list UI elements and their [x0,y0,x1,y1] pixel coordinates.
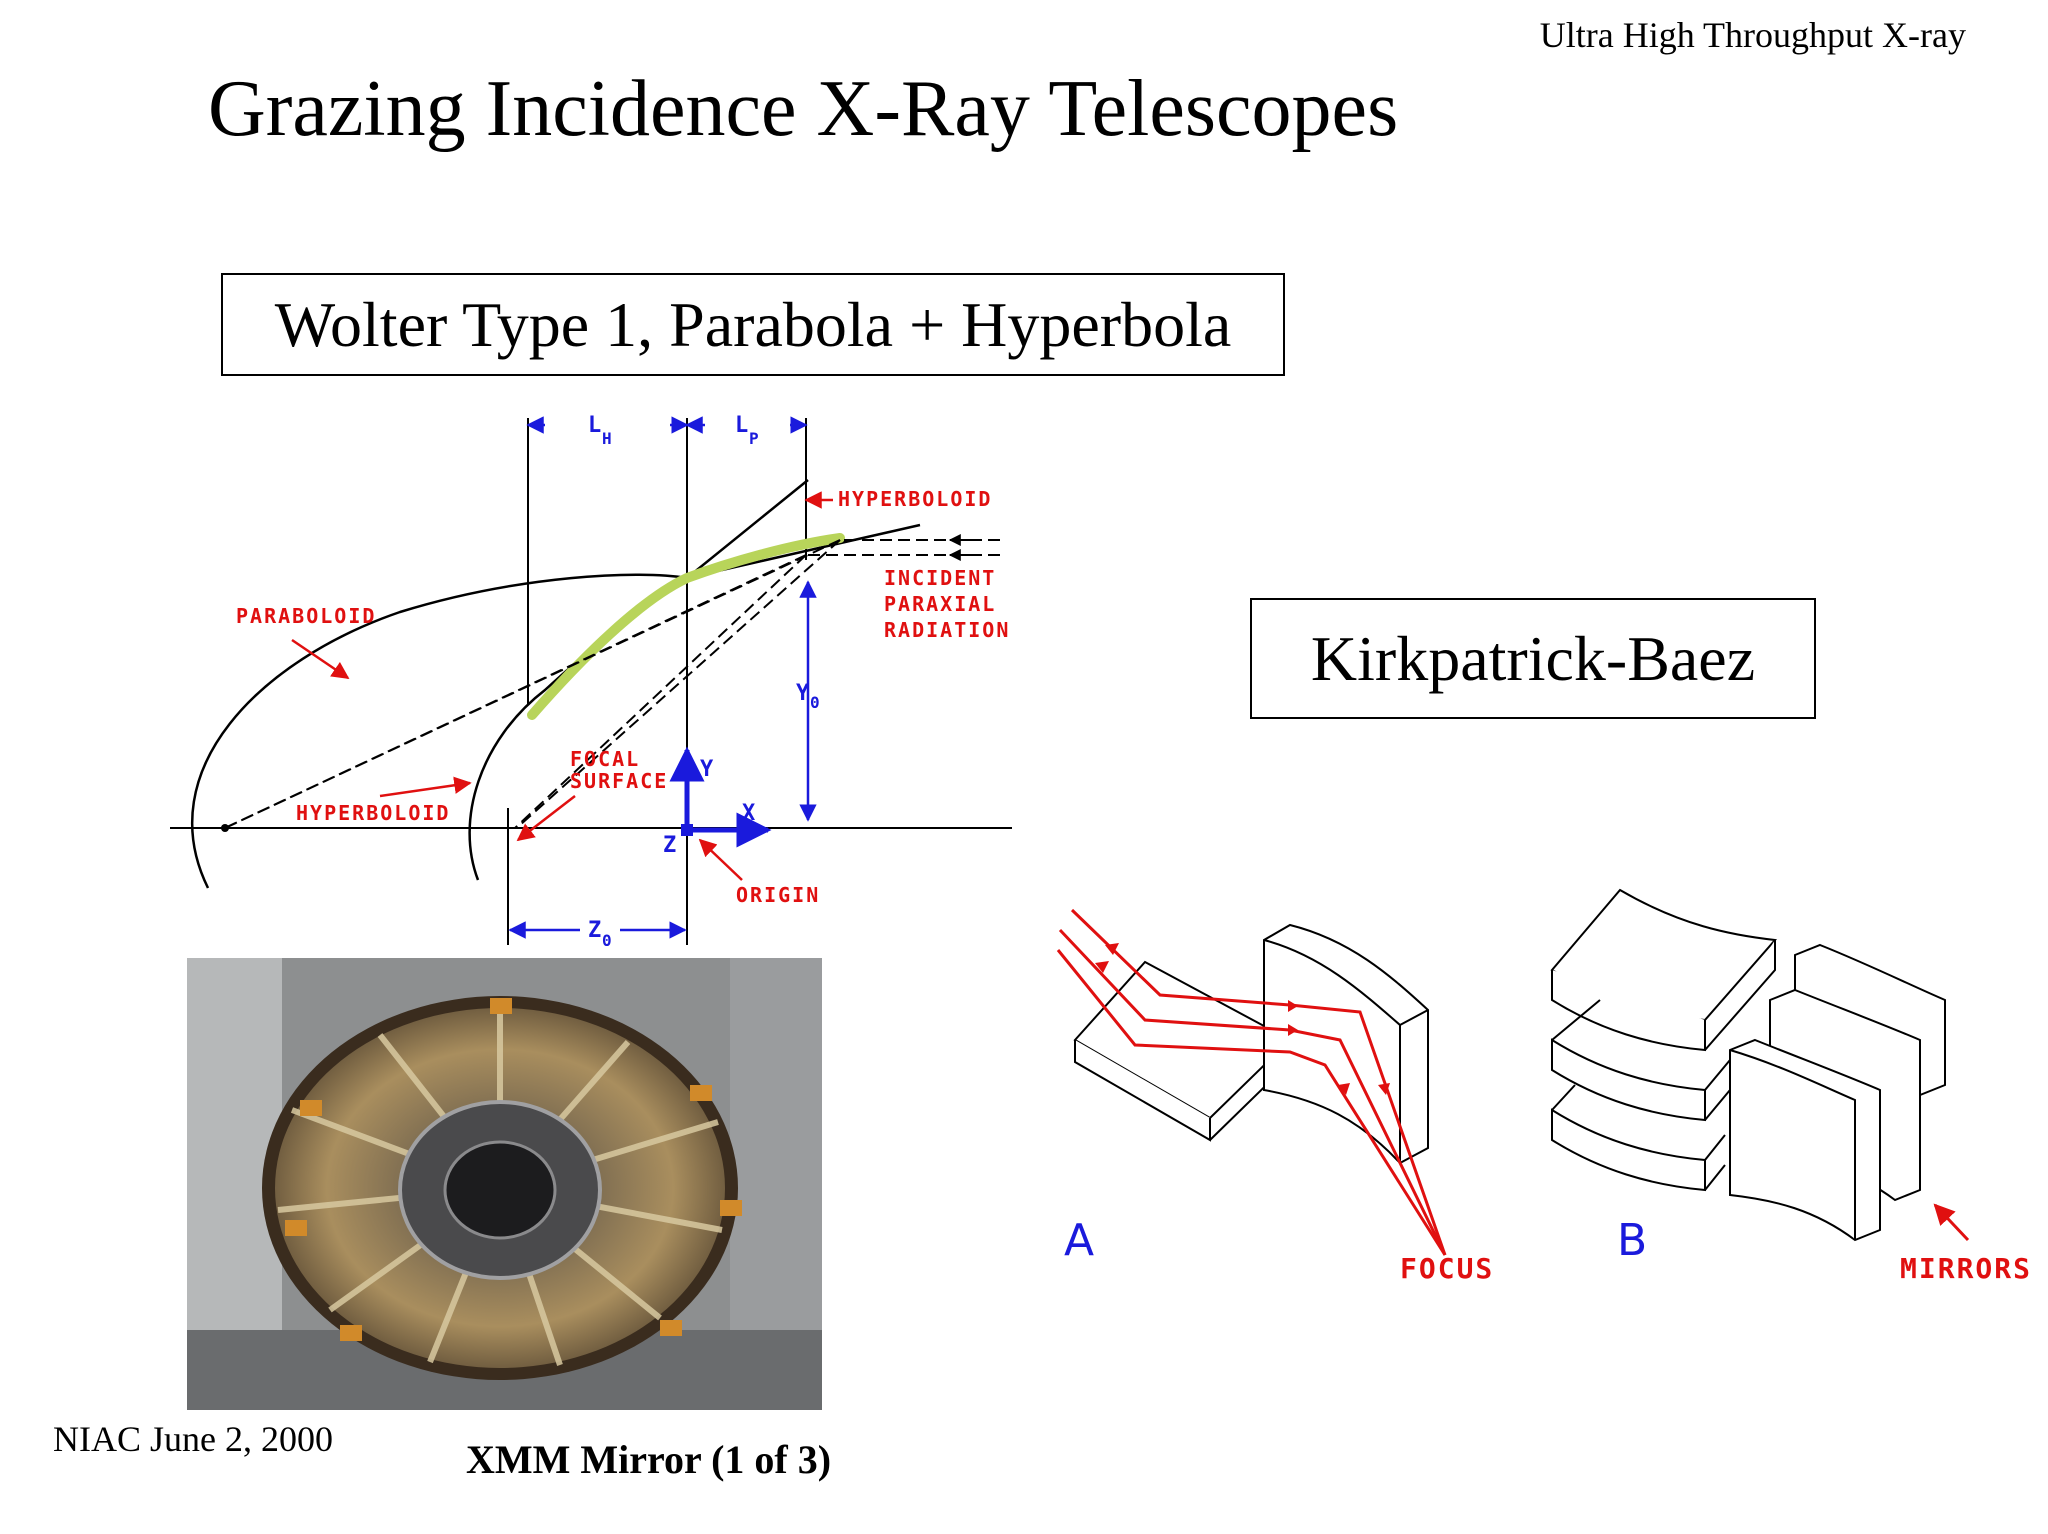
wolter-label-box: Wolter Type 1, Parabola + Hyperbola [221,273,1285,376]
mirror-surface-highlight [527,533,845,720]
label-origin: ORIGIN [736,883,820,907]
label-focal-2: SURFACE [570,769,668,793]
label-y0-sub: 0 [810,693,820,712]
label-z-axis: Z [663,833,676,858]
hyperboloid-curve [468,479,809,881]
label-y0: Y [796,681,810,706]
label-lh: L [588,413,601,438]
kb-diagram-b [1550,888,1946,1242]
paraboloid-curve [190,523,921,889]
label-x-axis: X [742,801,755,826]
kb-a-ray-arrows [1095,943,1390,1095]
label-lp: L [735,413,748,438]
label-paraboloid: PARABOLOID [236,604,376,628]
xmm-mirror-photo [187,958,822,1410]
kb-label-a: A [1064,1215,1094,1266]
label-focal-1: FOCAL [570,747,640,771]
kb-label-b: B [1617,1215,1647,1266]
label-z0-sub: 0 [602,931,612,950]
label-y-axis: Y [700,757,714,782]
slide-title: Grazing Incidence X-Ray Telescopes [208,65,1399,153]
photo-caption: XMM Mirror (1 of 3) [466,1437,832,1482]
wolter-diagram: L H L P Y 0 Z 0 Y X Z HYPERBOLOID INCIDE… [170,413,1012,950]
kb-label-mirrors: MIRRORS [1900,1252,2032,1285]
label-lh-sub: H [602,429,612,448]
label-incident-3: RADIATION [884,618,1010,642]
label-hyperboloid-bottom: HYPERBOLOID [296,801,450,825]
label-hyperboloid-top: HYPERBOLOID [838,487,992,511]
footer-date: NIAC June 2, 2000 [53,1419,333,1459]
label-z0: Z [588,918,601,943]
label-lp-sub: P [749,429,759,448]
kb-label-focus: FOCUS [1400,1252,1494,1285]
label-incident-2: PARAXIAL [884,592,996,616]
kb-diagram-a [1073,923,1429,1165]
label-incident-1: INCIDENT [884,566,996,590]
kirkpatrick-baez-label-box: Kirkpatrick-Baez [1250,598,1816,719]
header-text: Ultra High Throughput X-ray [1539,15,1966,55]
